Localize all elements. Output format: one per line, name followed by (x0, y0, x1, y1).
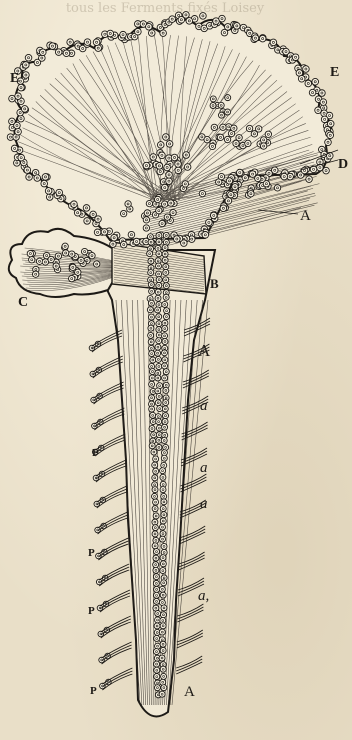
label-e-left: E (10, 71, 19, 86)
label-d: D (338, 157, 348, 172)
label-p-1: P (92, 447, 99, 459)
label-p-3: P (88, 605, 95, 617)
label-p-2: P (88, 547, 95, 559)
label-c: C (18, 295, 28, 310)
small-lobe-c (9, 229, 124, 297)
label-a-middle: A (198, 341, 211, 360)
label-a-3: a (200, 496, 208, 512)
label-e-right: E (330, 65, 339, 80)
label-p-4: P (90, 685, 97, 697)
label-a-1: a (200, 398, 208, 414)
label-a-upper: A (300, 208, 311, 224)
label-a-2: a (200, 460, 208, 476)
label-a-lower: A (184, 684, 195, 700)
bleed-through-text: tous les Ferments fixés Loisey (66, 1, 265, 16)
label-a-4: a, (198, 588, 209, 604)
label-b: B (210, 276, 219, 291)
